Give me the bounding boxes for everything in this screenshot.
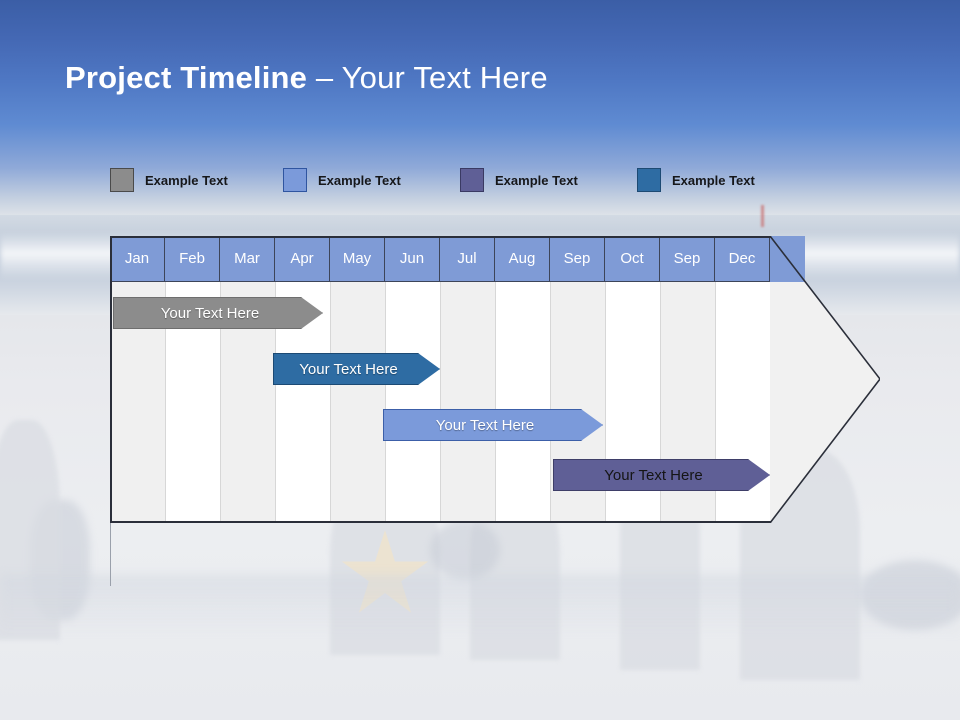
month-header-oct[interactable]: Oct bbox=[605, 236, 660, 282]
legend-item[interactable]: Example Text bbox=[460, 168, 578, 192]
timeline-bar-shape bbox=[273, 353, 440, 385]
background-dune bbox=[0, 575, 960, 635]
timeline-gridline bbox=[385, 282, 386, 523]
timeline-bar-label: Your Text Here bbox=[604, 466, 703, 484]
timeline-header-arrow-tip bbox=[770, 236, 805, 282]
table-bottom-border bbox=[110, 521, 771, 523]
timeline-bar[interactable]: Your Text Here bbox=[383, 409, 603, 441]
legend-label: Example Text bbox=[145, 172, 228, 188]
month-header-jan[interactable]: Jan bbox=[110, 236, 165, 282]
timeline-bar[interactable]: Your Text Here bbox=[273, 353, 440, 385]
page-title-strong: Project Timeline bbox=[65, 60, 308, 95]
month-header-feb[interactable]: Feb bbox=[165, 236, 220, 282]
month-header-may[interactable]: May bbox=[330, 236, 385, 282]
legend-label: Example Text bbox=[672, 172, 755, 188]
legend-swatch-icon bbox=[283, 168, 307, 192]
table-left-border bbox=[110, 236, 112, 523]
month-header-sep[interactable]: Sep bbox=[660, 236, 715, 282]
timeline-bar[interactable]: Your Text Here bbox=[553, 459, 770, 491]
background-shadow bbox=[430, 520, 500, 580]
legend-swatch-icon bbox=[637, 168, 661, 192]
timeline-gridline bbox=[440, 282, 441, 523]
page-title: Project Timeline – Your Text Here bbox=[65, 60, 548, 96]
legend-label: Example Text bbox=[495, 172, 578, 188]
month-header-mar[interactable]: Mar bbox=[220, 236, 275, 282]
timeline-bar-shape bbox=[553, 459, 770, 491]
table-top-border bbox=[110, 236, 771, 238]
legend-item[interactable]: Example Text bbox=[110, 168, 228, 192]
timeline-gridline bbox=[550, 282, 551, 523]
timeline-bar-label: Your Text Here bbox=[299, 360, 398, 378]
legend-item[interactable]: Example Text bbox=[637, 168, 755, 192]
legend-label: Example Text bbox=[318, 172, 401, 188]
legend: Example Text Example Text Example Text Exam… bbox=[110, 168, 810, 196]
timeline-bar-label: Your Text Here bbox=[160, 304, 260, 322]
month-header-apr[interactable]: Apr bbox=[275, 236, 330, 282]
timeline-gridline bbox=[330, 282, 331, 523]
legend-swatch-icon bbox=[110, 168, 134, 192]
timeline-gridline bbox=[495, 282, 496, 523]
month-header-sep[interactable]: Sep bbox=[550, 236, 605, 282]
timeline-bar[interactable]: Your Text Here bbox=[113, 297, 323, 329]
timeline-bar-label: Your Text Here bbox=[435, 416, 535, 434]
month-header-dec[interactable]: Dec bbox=[715, 236, 770, 282]
legend-swatch-icon bbox=[460, 168, 484, 192]
month-header-jun[interactable]: Jun bbox=[385, 236, 440, 282]
month-header-jul[interactable]: Jul bbox=[440, 236, 495, 282]
page-title-light: Your Text Here bbox=[341, 60, 548, 95]
timeline-bar-shape bbox=[113, 297, 323, 329]
timeline-bar-shape bbox=[383, 409, 603, 441]
timeline-tail-line bbox=[110, 523, 111, 586]
background-flag bbox=[761, 205, 764, 227]
legend-item[interactable]: Example Text bbox=[283, 168, 401, 192]
page-title-separator: – bbox=[307, 60, 342, 95]
month-header-aug[interactable]: Aug bbox=[495, 236, 550, 282]
